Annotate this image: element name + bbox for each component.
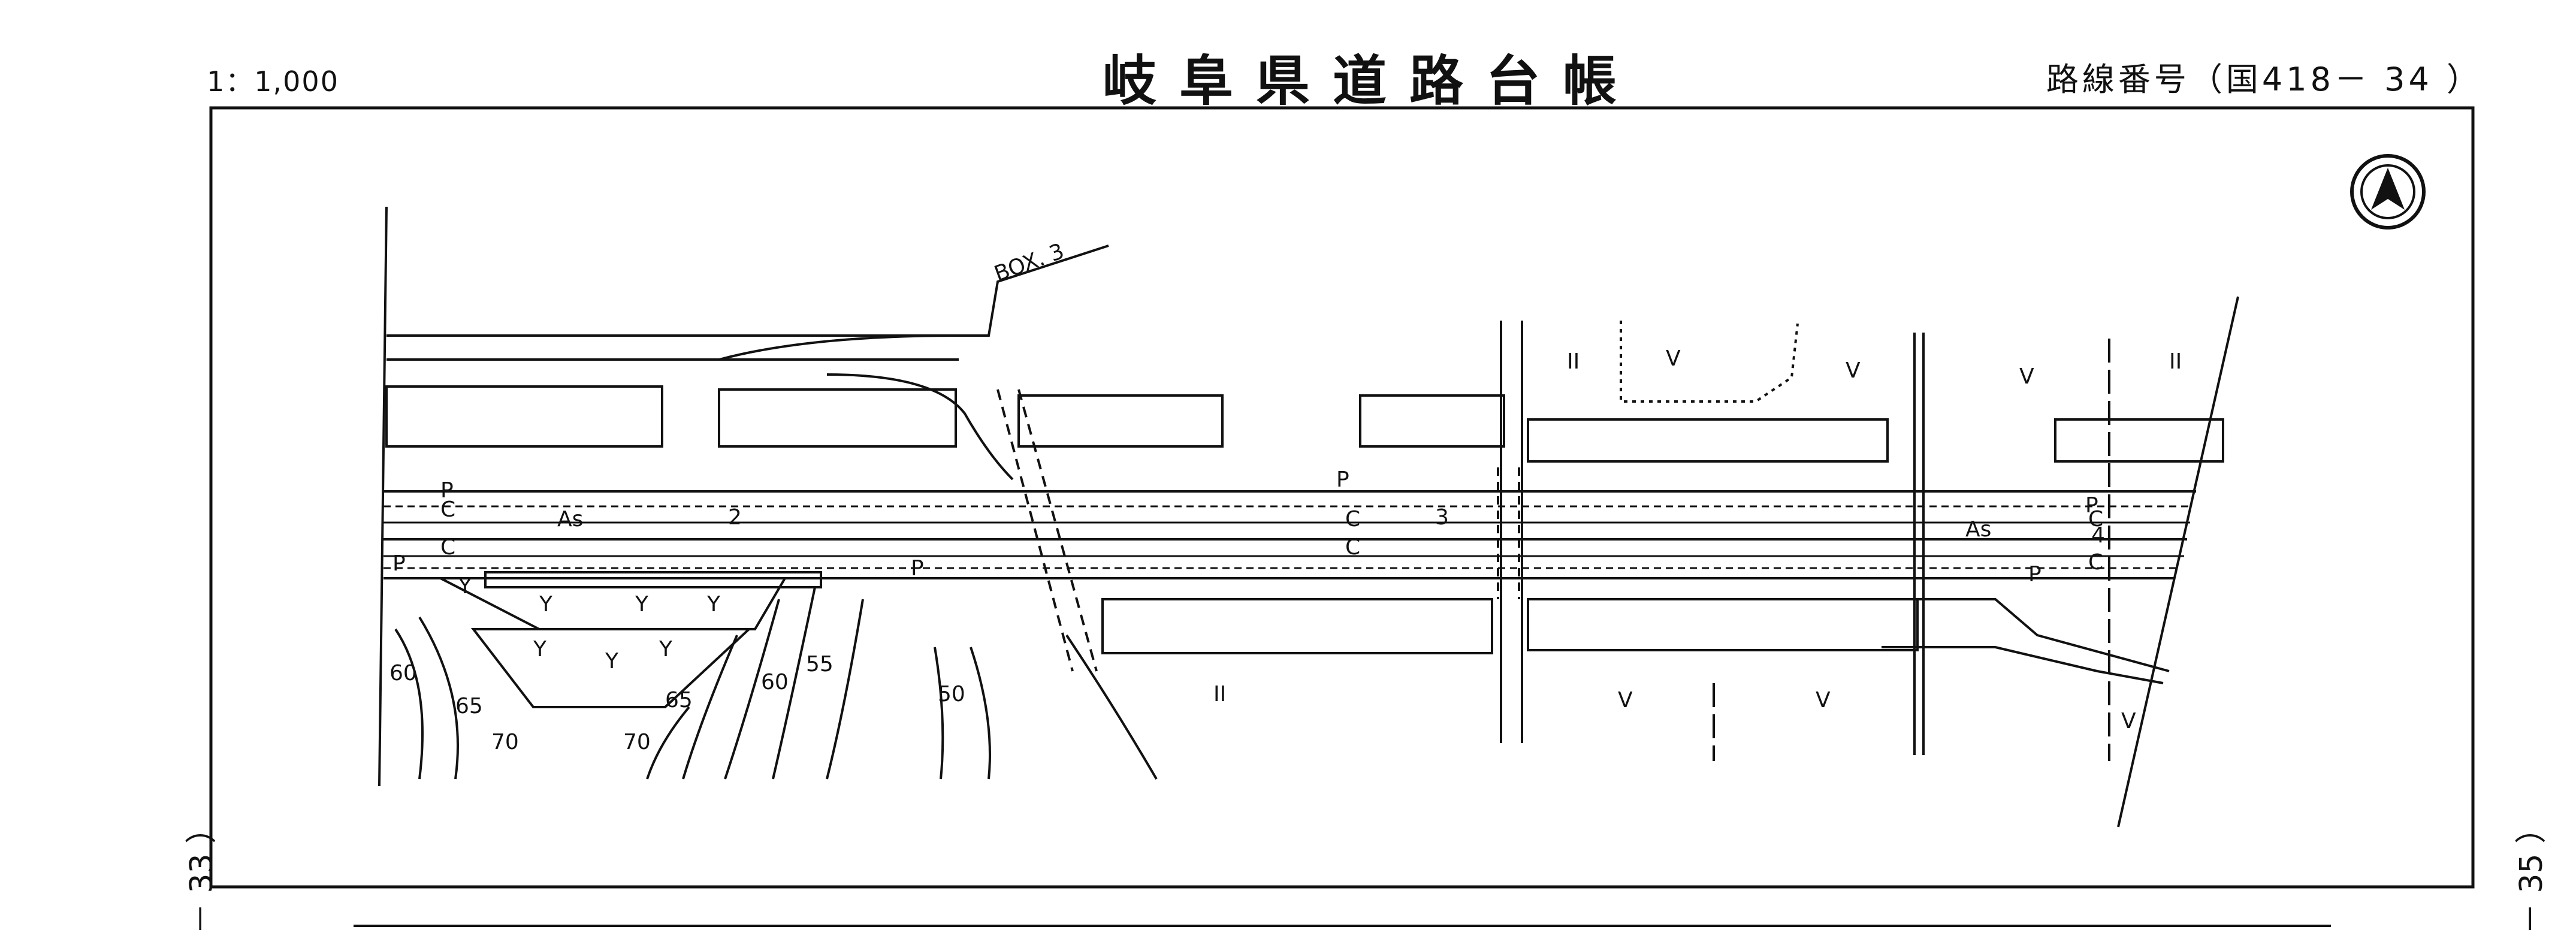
lane-marker: P	[2085, 493, 2098, 518]
embankment-mark: Y	[605, 649, 619, 674]
lane-marker: P	[911, 556, 924, 581]
embankment-mark: Y	[635, 592, 649, 617]
lane-marker: C	[440, 535, 455, 560]
lane-marker: C	[2088, 550, 2103, 575]
page-title: 岐阜県道路台帳	[1103, 50, 1639, 113]
contour-label: 60	[761, 670, 789, 695]
land-mark: V	[2121, 709, 2136, 733]
lane-marker: P	[392, 551, 406, 576]
land-mark: V	[1666, 346, 1681, 371]
land-mark: V	[1816, 688, 1831, 712]
land-mark: V	[1618, 688, 1633, 712]
lane-marker: C	[440, 497, 455, 522]
contour-label: 70	[623, 730, 651, 754]
land-mark: II	[2169, 349, 2182, 374]
lane-marker: P	[2028, 562, 2042, 587]
top-property-line	[386, 244, 1109, 337]
road-label-as: As	[1965, 517, 1991, 542]
route-number: 路線番号（国418－ 34 ）	[2046, 61, 2483, 98]
lane-marker: P	[1336, 467, 1349, 492]
contour-label: 65	[665, 688, 693, 712]
station-number: 3	[1435, 505, 1449, 530]
right-boundary	[2117, 296, 2239, 828]
land-mark: II	[1567, 349, 1580, 374]
embankment-mark: Y	[659, 637, 673, 662]
embankment-mark: Y	[533, 637, 547, 662]
land-mark: II	[1213, 682, 1226, 707]
embankment-mark: Y	[539, 592, 553, 617]
road-label-as: As	[557, 507, 583, 532]
contour-label: 60	[389, 661, 417, 686]
station-number: 4	[2091, 523, 2105, 548]
embankment-mark: Y	[706, 592, 721, 617]
contour-label: 65	[455, 694, 483, 718]
station-number: 2	[728, 505, 742, 530]
contour-label: 50	[938, 682, 965, 707]
land-mark: V	[1846, 358, 1861, 383]
embankment-mark: Y	[458, 574, 472, 599]
box-culvert-label: BOX. 3	[991, 239, 1067, 287]
lane-marker: C	[2088, 507, 2103, 532]
land-mark: V	[2019, 364, 2034, 389]
contour-label: 55	[806, 652, 833, 677]
map-scale: 1：1,000	[207, 65, 339, 98]
north-arrow-icon	[2350, 154, 2426, 230]
map-frame	[209, 106, 2475, 889]
contour-label: 70	[491, 730, 519, 754]
lane-marker: P	[440, 478, 454, 503]
left-boundary	[378, 206, 388, 787]
embankment	[440, 577, 787, 630]
lane-marker: C	[1345, 507, 1360, 532]
lane-marker: C	[1345, 535, 1360, 560]
